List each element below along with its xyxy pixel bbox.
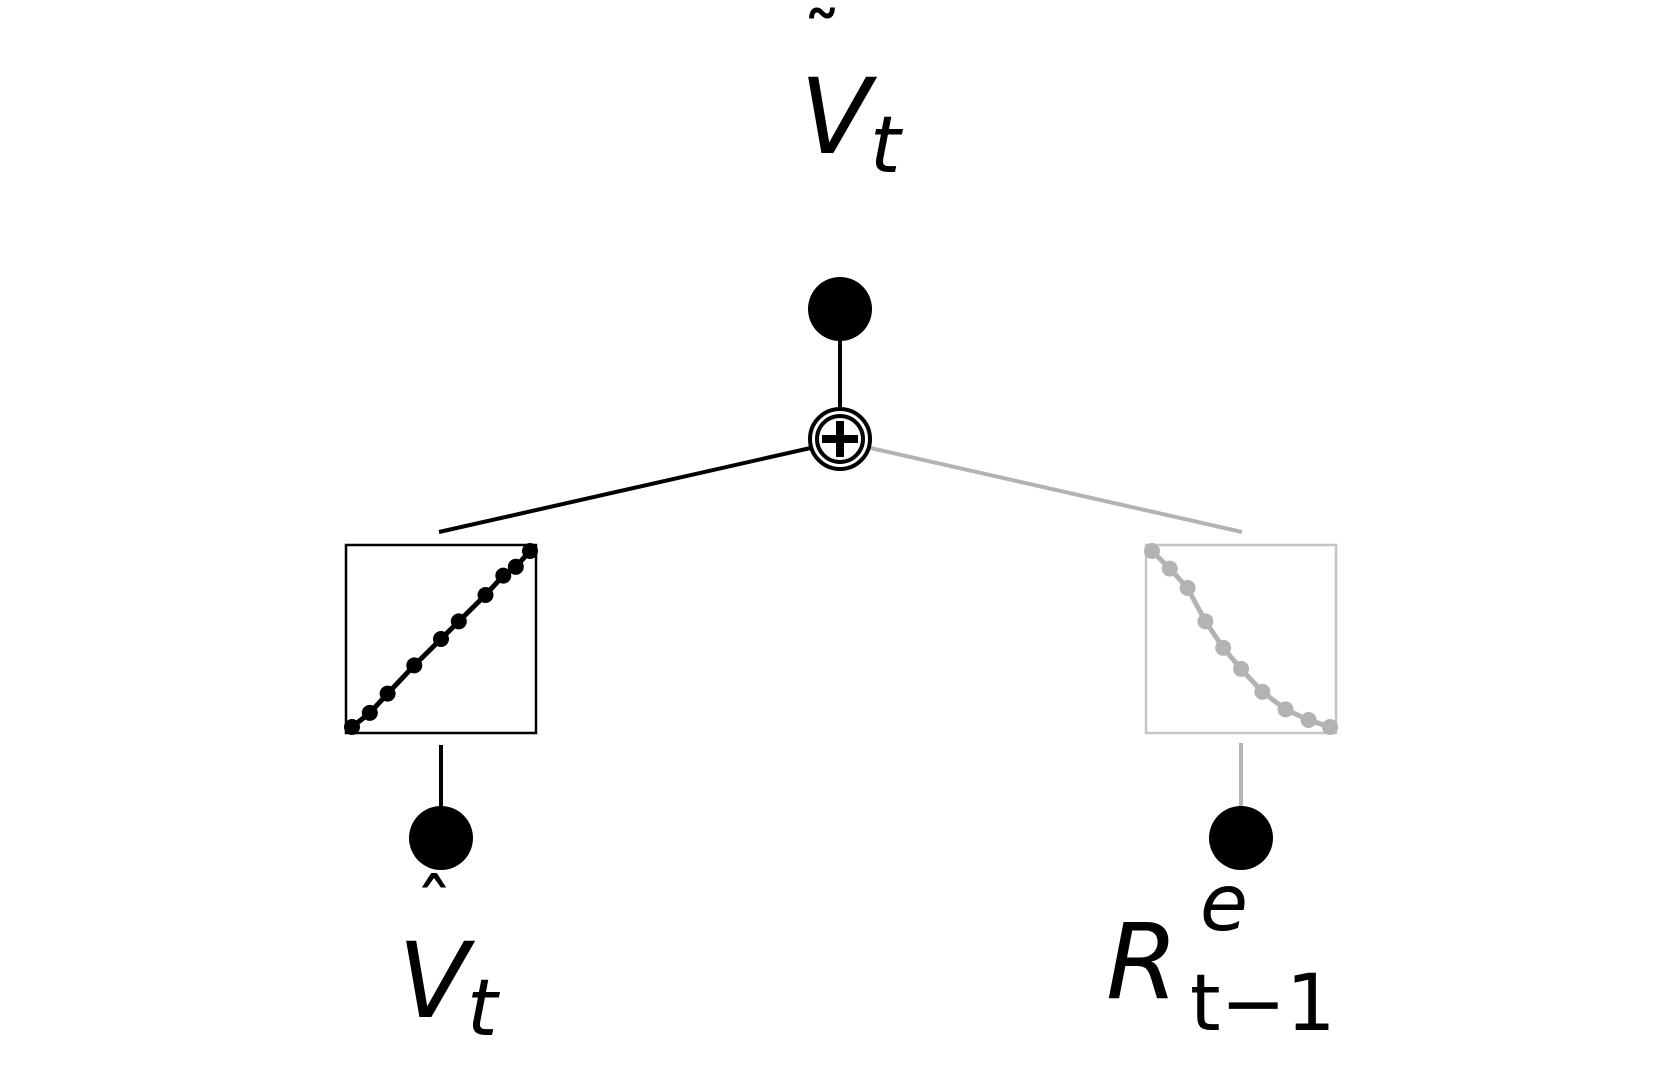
left-curve-point xyxy=(450,613,467,630)
left-input-label: V ˆ t xyxy=(398,865,500,1054)
right-input-label-subscript: t−1 xyxy=(1190,959,1336,1049)
left-curve-point xyxy=(522,543,538,559)
right-input-node xyxy=(1209,806,1273,870)
output-label-base: V xyxy=(800,56,878,178)
sum-node-inner-ring xyxy=(815,414,865,464)
right-function-curve xyxy=(1144,543,1338,735)
left-curve-point xyxy=(344,719,360,735)
right-curve-line xyxy=(1150,549,1331,730)
right-function-box xyxy=(1144,543,1338,735)
right-input-label-base: R xyxy=(1106,901,1178,1023)
right-input-label-superscript: e xyxy=(1200,859,1248,949)
right-curve-point xyxy=(1254,683,1271,700)
left-curve-point xyxy=(379,685,396,702)
right-edge xyxy=(865,445,1243,534)
left-input-label-base: V xyxy=(398,920,476,1042)
right-curve-point xyxy=(1179,580,1196,596)
left-input-label-hat: ˆ xyxy=(415,865,454,955)
output-label-tilde: ˜ xyxy=(802,0,842,89)
left-curve-point xyxy=(361,704,378,721)
right-curve-point xyxy=(1215,639,1232,656)
left-curve-point xyxy=(477,587,494,603)
left-edge xyxy=(438,445,816,534)
right-curve-point xyxy=(1197,613,1214,630)
right-curve-point xyxy=(1300,712,1317,728)
right-curve-point xyxy=(1161,560,1178,577)
right-curve-point xyxy=(1277,701,1294,718)
output-label-subscript: t xyxy=(870,101,903,191)
left-curve-point xyxy=(507,558,524,575)
left-input-label-subscript: t xyxy=(467,964,500,1054)
right-curve-point xyxy=(1322,719,1338,735)
right-input-label: R e t−1 xyxy=(1106,859,1336,1049)
output-label: V ˜ t xyxy=(800,0,903,191)
right-curve-point xyxy=(1144,543,1160,559)
left-function-curve xyxy=(344,543,538,735)
right-curve-point xyxy=(1233,660,1249,677)
left-curve-point xyxy=(495,567,512,584)
sum-node xyxy=(808,407,872,471)
left-curve-point xyxy=(406,657,423,674)
left-curve-point xyxy=(433,631,449,647)
left-input-node xyxy=(409,806,473,870)
